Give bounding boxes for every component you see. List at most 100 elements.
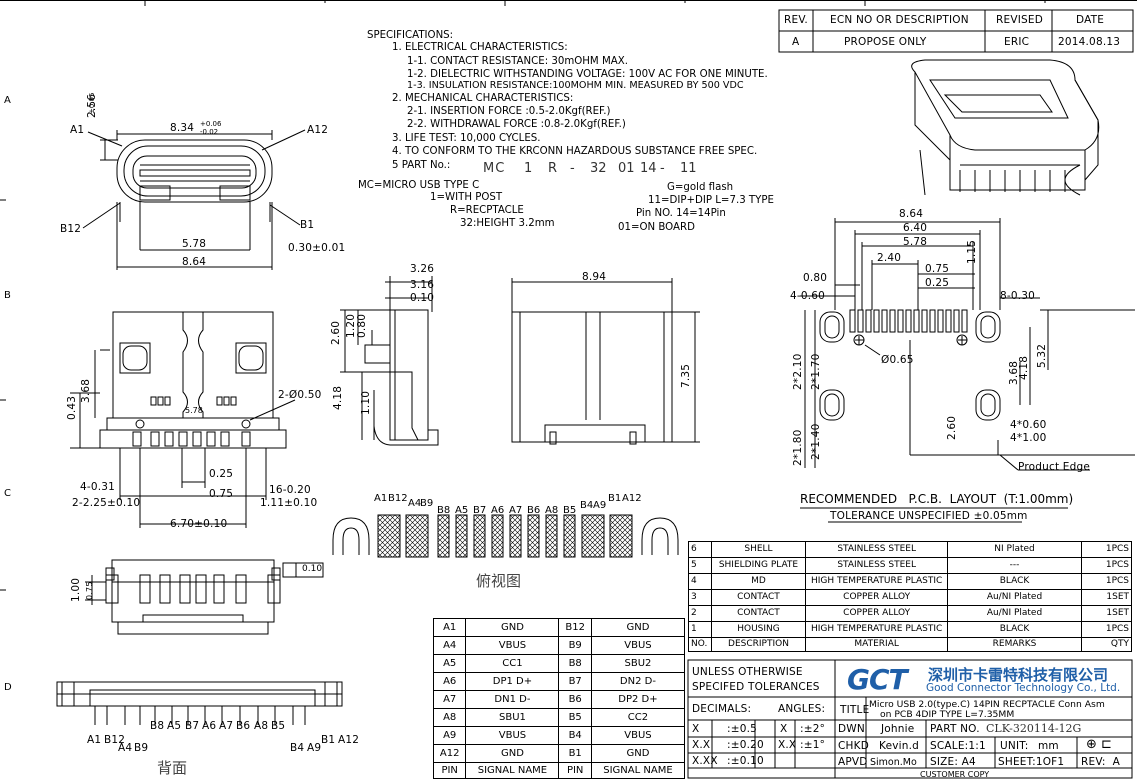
dim-tol-minus: -0.02 <box>200 128 219 136</box>
tol-cell: X <box>780 723 788 735</box>
part-legend: 1=WITH POST <box>430 192 503 203</box>
part-code-board: 01 <box>618 161 635 176</box>
dim: 3.16 <box>410 279 435 291</box>
strip-label: B12 <box>388 493 408 504</box>
part-code-dash: - <box>570 161 575 176</box>
lower-front-elevation <box>85 559 324 635</box>
spec-line: 5 PART No.: <box>392 160 451 171</box>
strip-label: B8 <box>437 505 451 516</box>
dim: 2-Ø0.50 <box>278 389 322 401</box>
part-no-label: PART NO. <box>930 723 980 735</box>
company-logo: GCT <box>847 663 908 696</box>
pcb-layout-title: RECOMMENDED P.C.B. LAYOUT (T:1.00mm) <box>800 492 1074 506</box>
back-view-caption: 背面 <box>157 759 188 777</box>
dim-pin: 0.30±0.01 <box>288 242 346 254</box>
part-legend: 11=DIP+DIP L=7.3 TYPE <box>648 195 774 206</box>
strip-label: A6 <box>491 505 505 516</box>
dim-width: 8.34 <box>170 122 195 134</box>
part-code-plating: 11 <box>680 161 697 176</box>
pin-table-header-cell: PIN <box>432 762 467 779</box>
rev-header-rev: REV. <box>784 14 808 26</box>
dim: 0.75 <box>925 263 950 275</box>
dim: 0.25 <box>925 277 950 289</box>
dim: 5.78 <box>903 236 928 248</box>
tol-cell: X.X <box>692 739 711 751</box>
dim: 4-0.60 <box>790 290 826 302</box>
part-code-height: 32 <box>590 161 607 176</box>
rev-header-revised: REVISED <box>996 14 1043 26</box>
company-name-cn: 深圳市卡雷特科技有限公司 <box>928 666 1109 684</box>
dim: 8.94 <box>582 271 607 283</box>
rev-value: REV: A <box>1081 756 1121 768</box>
dim-overall: 8.64 <box>182 256 207 268</box>
strip-label: B4 <box>580 500 594 511</box>
tol-cell: X <box>692 723 700 735</box>
dim: 0.80 <box>803 272 828 284</box>
back-label: B12 <box>104 734 126 746</box>
part-code-mc: MC <box>483 161 506 176</box>
strip-label: B6 <box>527 505 541 516</box>
tol-cell: X.XX <box>692 755 718 767</box>
tol-cell: :±2° <box>800 723 826 735</box>
zone-label-4: 4 <box>682 0 688 4</box>
customer-copy: CUSTOMER COPY <box>920 770 990 779</box>
dim: Ø0.65 <box>881 354 914 366</box>
tol-cell: :±1° <box>800 739 826 751</box>
zone-label-2: 2 <box>322 0 328 4</box>
part-legend: R=RECPTACLE <box>450 205 524 216</box>
dim: 0.75 <box>209 488 234 500</box>
tolerance-heading-2: SPECIFED TOLERANCES <box>692 681 820 693</box>
strip-label: B7 <box>473 505 487 516</box>
bom-header-cell: QTY <box>1081 637 1132 652</box>
zone-label-b: B <box>4 290 11 301</box>
back-label: B7 <box>185 720 200 732</box>
back-label: B5 <box>271 720 286 732</box>
front-view-outline <box>82 129 306 270</box>
back-label: A12 <box>338 734 360 746</box>
decimals-label: DECIMALS: <box>692 703 752 715</box>
strip-label: A5 <box>455 505 469 516</box>
title-label: TITLE <box>840 704 870 716</box>
spec-line: 1-3. INSULATION RESISTANCE:100MOHM MIN. … <box>407 80 744 91</box>
back-label: A9 <box>307 742 322 754</box>
pin-table-cell: B8 <box>558 654 592 673</box>
part-code-dash2: - <box>660 161 665 176</box>
apvd-label: APVD <box>838 756 868 768</box>
side-view-outline <box>340 276 439 446</box>
dim-tol-plus: +0.06 <box>200 120 222 128</box>
dim: 8-0.30 <box>1000 290 1036 302</box>
zone-label-5: 5 <box>862 0 868 4</box>
pin-strip-outline <box>332 517 679 555</box>
zone-label-1: 1 <box>142 0 148 4</box>
spec-line: 1-1. CONTACT RESISTANCE: 30mOHM MAX. <box>407 56 628 67</box>
back-label: A4 <box>118 742 133 754</box>
back-label: B6 <box>236 720 251 732</box>
spec-line: 4. TO CONFORM TO THE KRCONN HAZARDOUS SU… <box>392 146 758 157</box>
part-legend: 01=ON BOARD <box>618 222 695 233</box>
part-legend: MC=MICRO USB TYPE C <box>358 180 480 191</box>
dim: 2.40 <box>877 252 902 264</box>
bom-header-cell: REMARKS <box>947 637 1082 652</box>
projection-symbol-icon: ⊕ ⊏ <box>1086 737 1112 752</box>
rear-view-outline <box>511 278 700 445</box>
zone-label-c: C <box>4 488 11 499</box>
tol-cell: X.X <box>778 739 797 751</box>
spec-line: 3. LIFE TEST: 10,000 CYCLES. <box>392 133 541 144</box>
rev-value-revised: ERIC <box>1004 36 1030 48</box>
dim-flatness: 0.10 <box>302 564 323 574</box>
zone-label-3: 3 <box>502 0 508 4</box>
unit-label: UNIT: <box>1000 740 1029 752</box>
back-label: B8 <box>150 720 165 732</box>
apvd-name: Simon.Mo <box>870 757 917 768</box>
strip-label: A8 <box>545 505 559 516</box>
angles-label: ANGLES: <box>778 703 826 715</box>
